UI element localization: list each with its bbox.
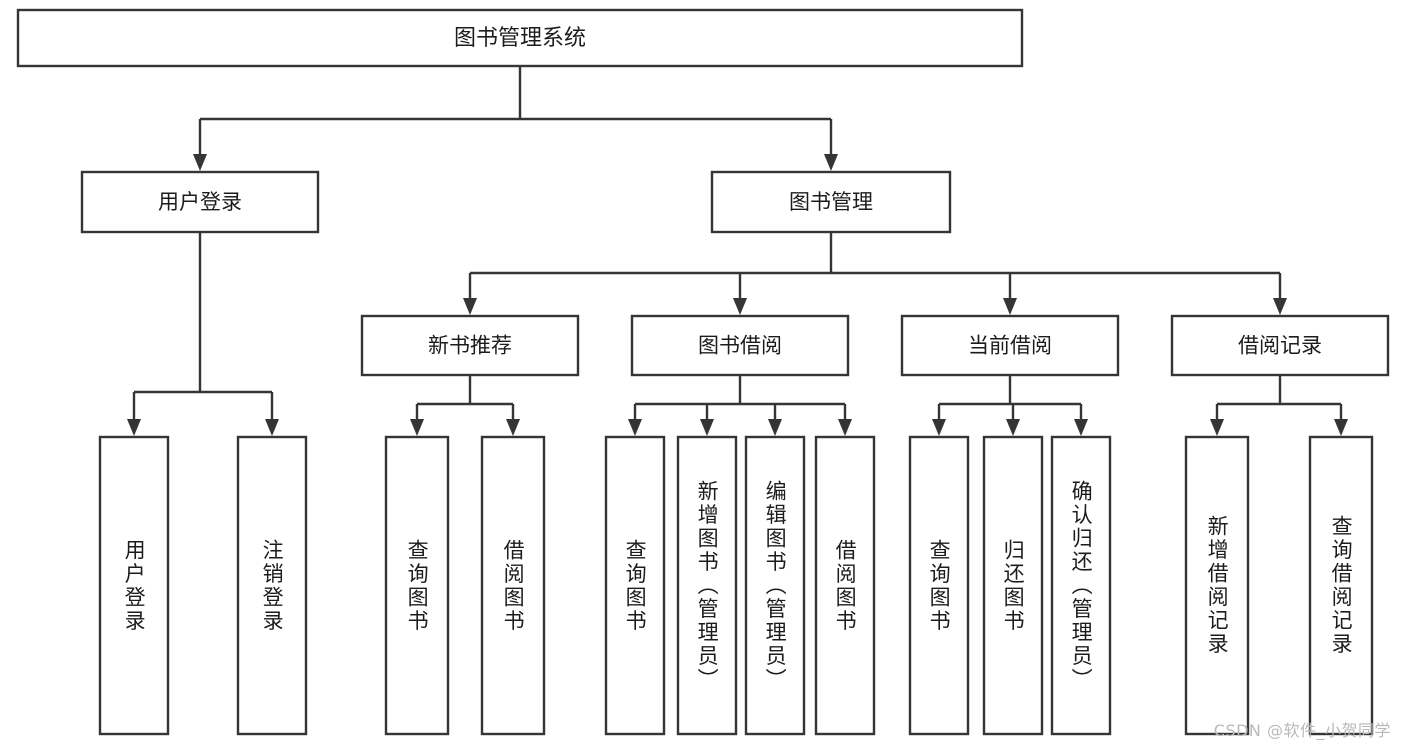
arrow-down-icon [700, 419, 714, 436]
arrow-down-icon [1210, 419, 1224, 436]
arrow-down-icon [193, 154, 207, 171]
level2-node-图书借阅[interactable]: 图书借阅 [630, 314, 850, 377]
arrow-down-icon [824, 154, 838, 171]
level2-node-借阅记录[interactable]: 借阅记录 [1170, 314, 1390, 377]
arrow-down-icon [410, 419, 424, 436]
leaf-node-用户登录-用户登录[interactable] [98, 435, 170, 736]
connectors-layer [127, 66, 1348, 436]
arrow-down-icon [768, 419, 782, 436]
node-box-rect [710, 170, 952, 234]
level2-node-新书推荐[interactable]: 新书推荐 [360, 314, 580, 377]
node-box-rect [16, 8, 1024, 68]
leaf-box-rect [814, 435, 876, 736]
arrow-down-icon [1273, 298, 1287, 315]
leaf-box-rect [98, 435, 170, 736]
node-label: 借阅记录 [1238, 334, 1322, 358]
leaf-box-rect [1050, 435, 1112, 736]
level1-node-图书管理[interactable]: 图书管理 [710, 170, 952, 234]
leaf-node-当前借阅-查询图书[interactable] [908, 435, 970, 736]
node-label: 图书管理 [789, 190, 873, 214]
node-box-rect [80, 170, 320, 234]
leaf-node-当前借阅-归还图书[interactable] [982, 435, 1044, 736]
leaf-box-rect [676, 435, 738, 736]
leaf-box-rect [480, 435, 546, 736]
node-box-rect [1170, 314, 1390, 377]
node-label: 图书借阅 [698, 334, 782, 358]
node-box-rect [630, 314, 850, 377]
arrow-down-icon [265, 419, 279, 436]
leaf-node-新书推荐-查询图书[interactable] [384, 435, 450, 736]
leaf-node-用户登录-注销登录[interactable] [236, 435, 308, 736]
arrow-down-icon [506, 419, 520, 436]
leaf-box-rect [236, 435, 308, 736]
arrow-down-icon [127, 419, 141, 436]
leaf-box-rect [1308, 435, 1374, 736]
level2-node-当前借阅[interactable]: 当前借阅 [900, 314, 1120, 377]
leaf-box-rect [744, 435, 806, 736]
leaf-box-rect [384, 435, 450, 736]
node-box-rect [360, 314, 580, 377]
leaf-node-图书借阅-新增图书（管理员）[interactable] [676, 435, 738, 736]
leaf-box-rect [604, 435, 666, 736]
leaf-node-图书借阅-借阅图书[interactable] [814, 435, 876, 736]
leaf-node-当前借阅-确认归还（管理员）[interactable] [1050, 435, 1112, 736]
arrow-down-icon [733, 298, 747, 315]
root-node-图书管理系统[interactable]: 图书管理系统 [16, 8, 1024, 68]
arrow-down-icon [1334, 419, 1348, 436]
arrow-down-icon [838, 419, 852, 436]
leaf-box-rect [908, 435, 970, 736]
node-label: 图书管理系统 [454, 26, 586, 51]
node-label: 新书推荐 [428, 334, 512, 358]
arrow-down-icon [932, 419, 946, 436]
leaf-node-借阅记录-查询借阅记录[interactable] [1308, 435, 1374, 736]
arrow-down-icon [463, 298, 477, 315]
node-box-rect [900, 314, 1120, 377]
level1-node-用户登录[interactable]: 用户登录 [80, 170, 320, 234]
arrow-down-icon [628, 419, 642, 436]
leaf-node-借阅记录-新增借阅记录[interactable] [1184, 435, 1250, 736]
watermark: CSDN @软件_小贺同学 [1213, 721, 1391, 740]
arrow-down-icon [1006, 419, 1020, 436]
leaf-node-新书推荐-借阅图书[interactable] [480, 435, 546, 736]
arrow-down-icon [1074, 419, 1088, 436]
leaf-box-rect [1184, 435, 1250, 736]
node-label: 当前借阅 [968, 334, 1052, 358]
arrow-down-icon [1003, 298, 1017, 315]
leaf-box-rect [982, 435, 1044, 736]
leaf-node-图书借阅-查询图书[interactable] [604, 435, 666, 736]
leaf-node-图书借阅-编辑图书（管理员）[interactable] [744, 435, 806, 736]
node-label: 用户登录 [158, 190, 242, 214]
